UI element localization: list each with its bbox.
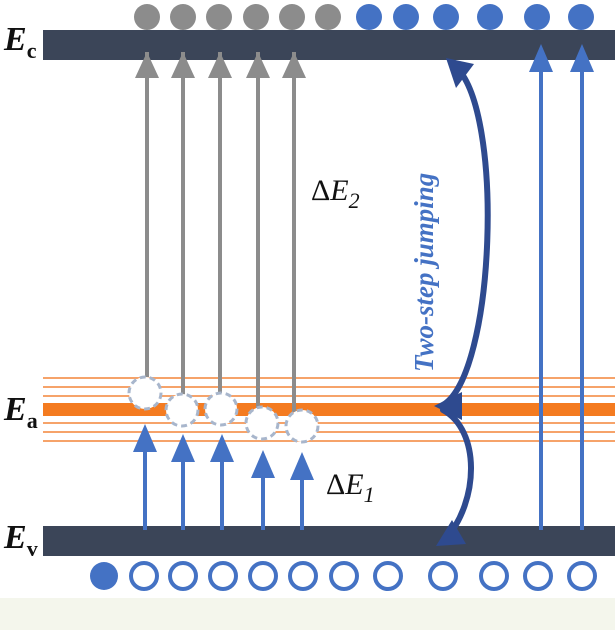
electron-gray <box>279 4 305 30</box>
bottom-holes <box>129 561 597 591</box>
label-ec: Ec <box>3 21 37 63</box>
bottom-strip <box>0 598 615 630</box>
gray-arrowhead <box>246 52 270 78</box>
electron-blue <box>393 4 419 30</box>
gray-arrowhead <box>135 52 159 78</box>
hole <box>129 561 159 591</box>
hole <box>523 561 553 591</box>
jump-arrowhead-upper <box>446 58 474 88</box>
jump-arrowhead-lower <box>436 520 466 546</box>
electron-blue <box>477 4 503 30</box>
blue-arrowhead <box>133 424 157 452</box>
top-blue-electrons <box>356 4 594 30</box>
label-ev: Ev <box>3 519 38 561</box>
jump-curve-upper <box>440 63 491 408</box>
blue-arrowhead <box>290 452 314 480</box>
hole <box>428 561 458 591</box>
electron-gray <box>315 4 341 30</box>
electron-gray <box>170 4 196 30</box>
hole <box>373 561 403 591</box>
electron-bottom-filled <box>90 562 118 590</box>
trapped-circle <box>203 391 239 427</box>
gray-arrowhead <box>171 52 195 78</box>
ea-main-band <box>43 403 615 416</box>
label-ea: Ea <box>3 391 38 433</box>
trapped-circle <box>127 375 163 411</box>
jump-curve-lower <box>440 407 474 543</box>
electron-gray <box>243 4 269 30</box>
hole <box>208 561 238 591</box>
label-delta-e2: ΔE2 <box>311 174 360 213</box>
two-step-jumping-arrows <box>440 63 491 543</box>
label-two-step-jumping: Two-step jumping <box>409 173 439 372</box>
blue-arrowhead <box>529 44 553 72</box>
gray-arrowhead <box>208 52 232 78</box>
conduction-band <box>43 30 615 60</box>
electron-gray <box>134 4 160 30</box>
hole <box>479 561 509 591</box>
hole <box>168 561 198 591</box>
hole <box>288 561 318 591</box>
blue-arrowhead <box>570 44 594 72</box>
trapped-circle <box>164 392 200 428</box>
jump-arrowhead-mid <box>434 392 462 420</box>
gray-arrowhead <box>282 52 306 78</box>
gray-arrows <box>135 52 306 412</box>
electron-blue <box>568 4 594 30</box>
hole <box>329 561 359 591</box>
electron-gray <box>206 4 232 30</box>
electron-blue <box>433 4 459 30</box>
electron-blue <box>356 4 382 30</box>
valence-band <box>43 526 615 556</box>
hole <box>567 561 597 591</box>
blue-arrowhead <box>210 434 234 462</box>
blue-arrowhead <box>251 450 275 478</box>
trapped-circle <box>244 405 280 441</box>
blue-arrowhead <box>171 434 195 462</box>
trapped-carriers <box>127 375 320 444</box>
trapped-circle <box>284 408 320 444</box>
label-delta-e1: ΔE1 <box>326 468 375 507</box>
hole <box>248 561 278 591</box>
top-gray-electrons <box>134 4 341 30</box>
blue-long-arrows <box>529 44 594 530</box>
electron-blue <box>524 4 550 30</box>
blue-short-arrows <box>133 424 314 530</box>
